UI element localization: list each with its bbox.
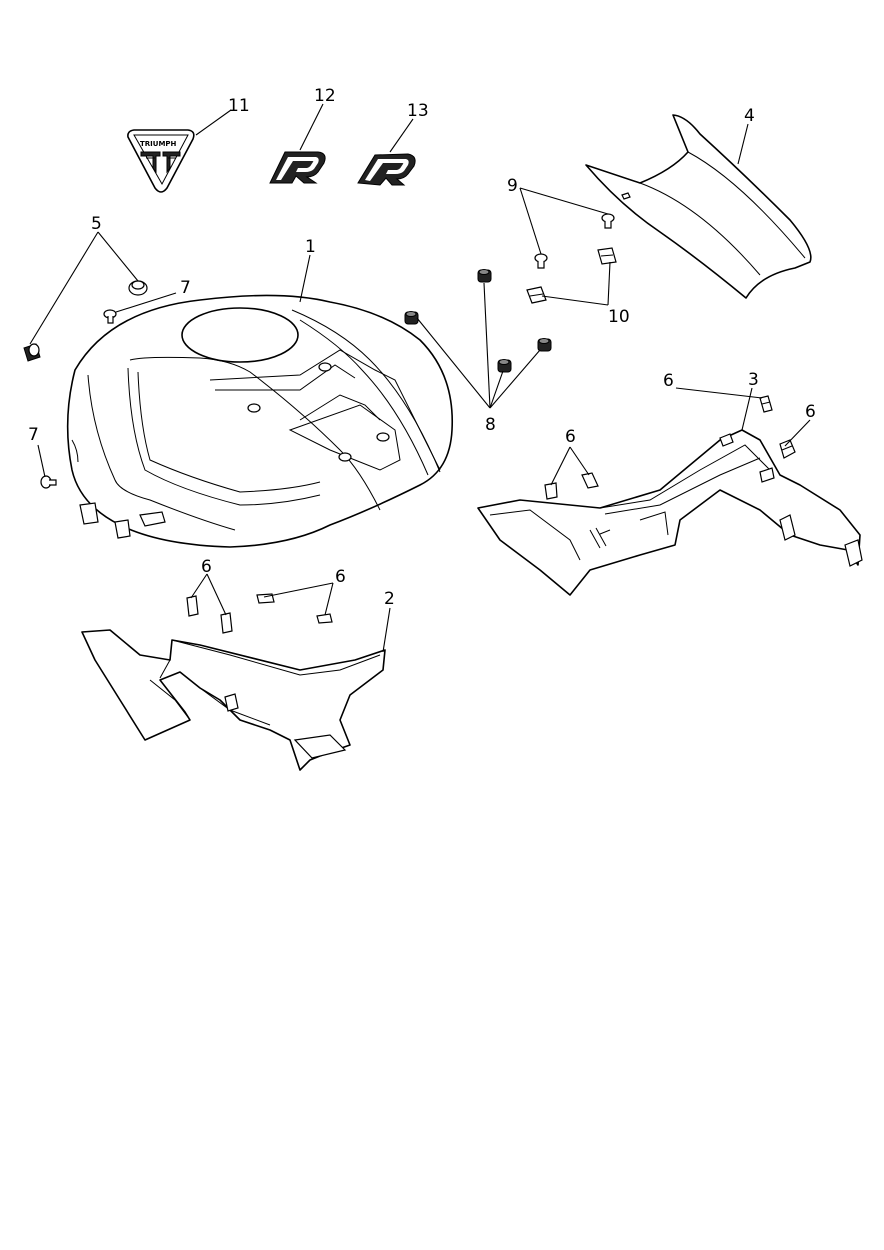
callout-6-left: 6 — [201, 557, 212, 577]
callout-7-top: 7 — [180, 278, 191, 298]
r-decal-right — [357, 153, 416, 186]
callout-5: 5 — [91, 214, 102, 234]
callout-10: 10 — [608, 307, 630, 327]
callout-4: 4 — [744, 106, 755, 126]
callout-6-center: 6 — [335, 567, 346, 587]
callout-6-far-right: 6 — [805, 402, 816, 422]
speed-nut — [526, 247, 617, 304]
callout-2: 2 — [384, 589, 395, 609]
callout-labels: 11 12 13 4 9 10 5 7 7 1 8 6 3 6 6 6 6 2 — [28, 86, 816, 609]
callout-12: 12 — [314, 86, 336, 106]
callout-11: 11 — [228, 96, 250, 116]
r-decal-left — [269, 151, 326, 184]
left-tank-panel — [81, 629, 386, 771]
callout-8: 8 — [485, 415, 496, 435]
screw — [40, 309, 117, 489]
badge-logo-text: TRIUMPH — [140, 140, 177, 148]
rubber-mount — [404, 269, 552, 373]
rivet — [534, 213, 615, 269]
right-tank-panel — [477, 429, 863, 596]
callout-1: 1 — [305, 237, 316, 257]
triumph-badge: TRIUMPH — [127, 129, 195, 193]
rear-tank-cover — [585, 114, 812, 299]
callout-6-mid: 6 — [565, 427, 576, 447]
leader-lines — [29, 103, 811, 653]
callout-9: 9 — [507, 176, 518, 196]
grommet — [23, 280, 148, 362]
callout-3: 3 — [748, 370, 759, 390]
callout-6-right-top: 6 — [663, 371, 674, 391]
callout-7-left: 7 — [28, 425, 39, 445]
fuel-tank — [66, 294, 454, 548]
callout-13: 13 — [407, 101, 429, 121]
